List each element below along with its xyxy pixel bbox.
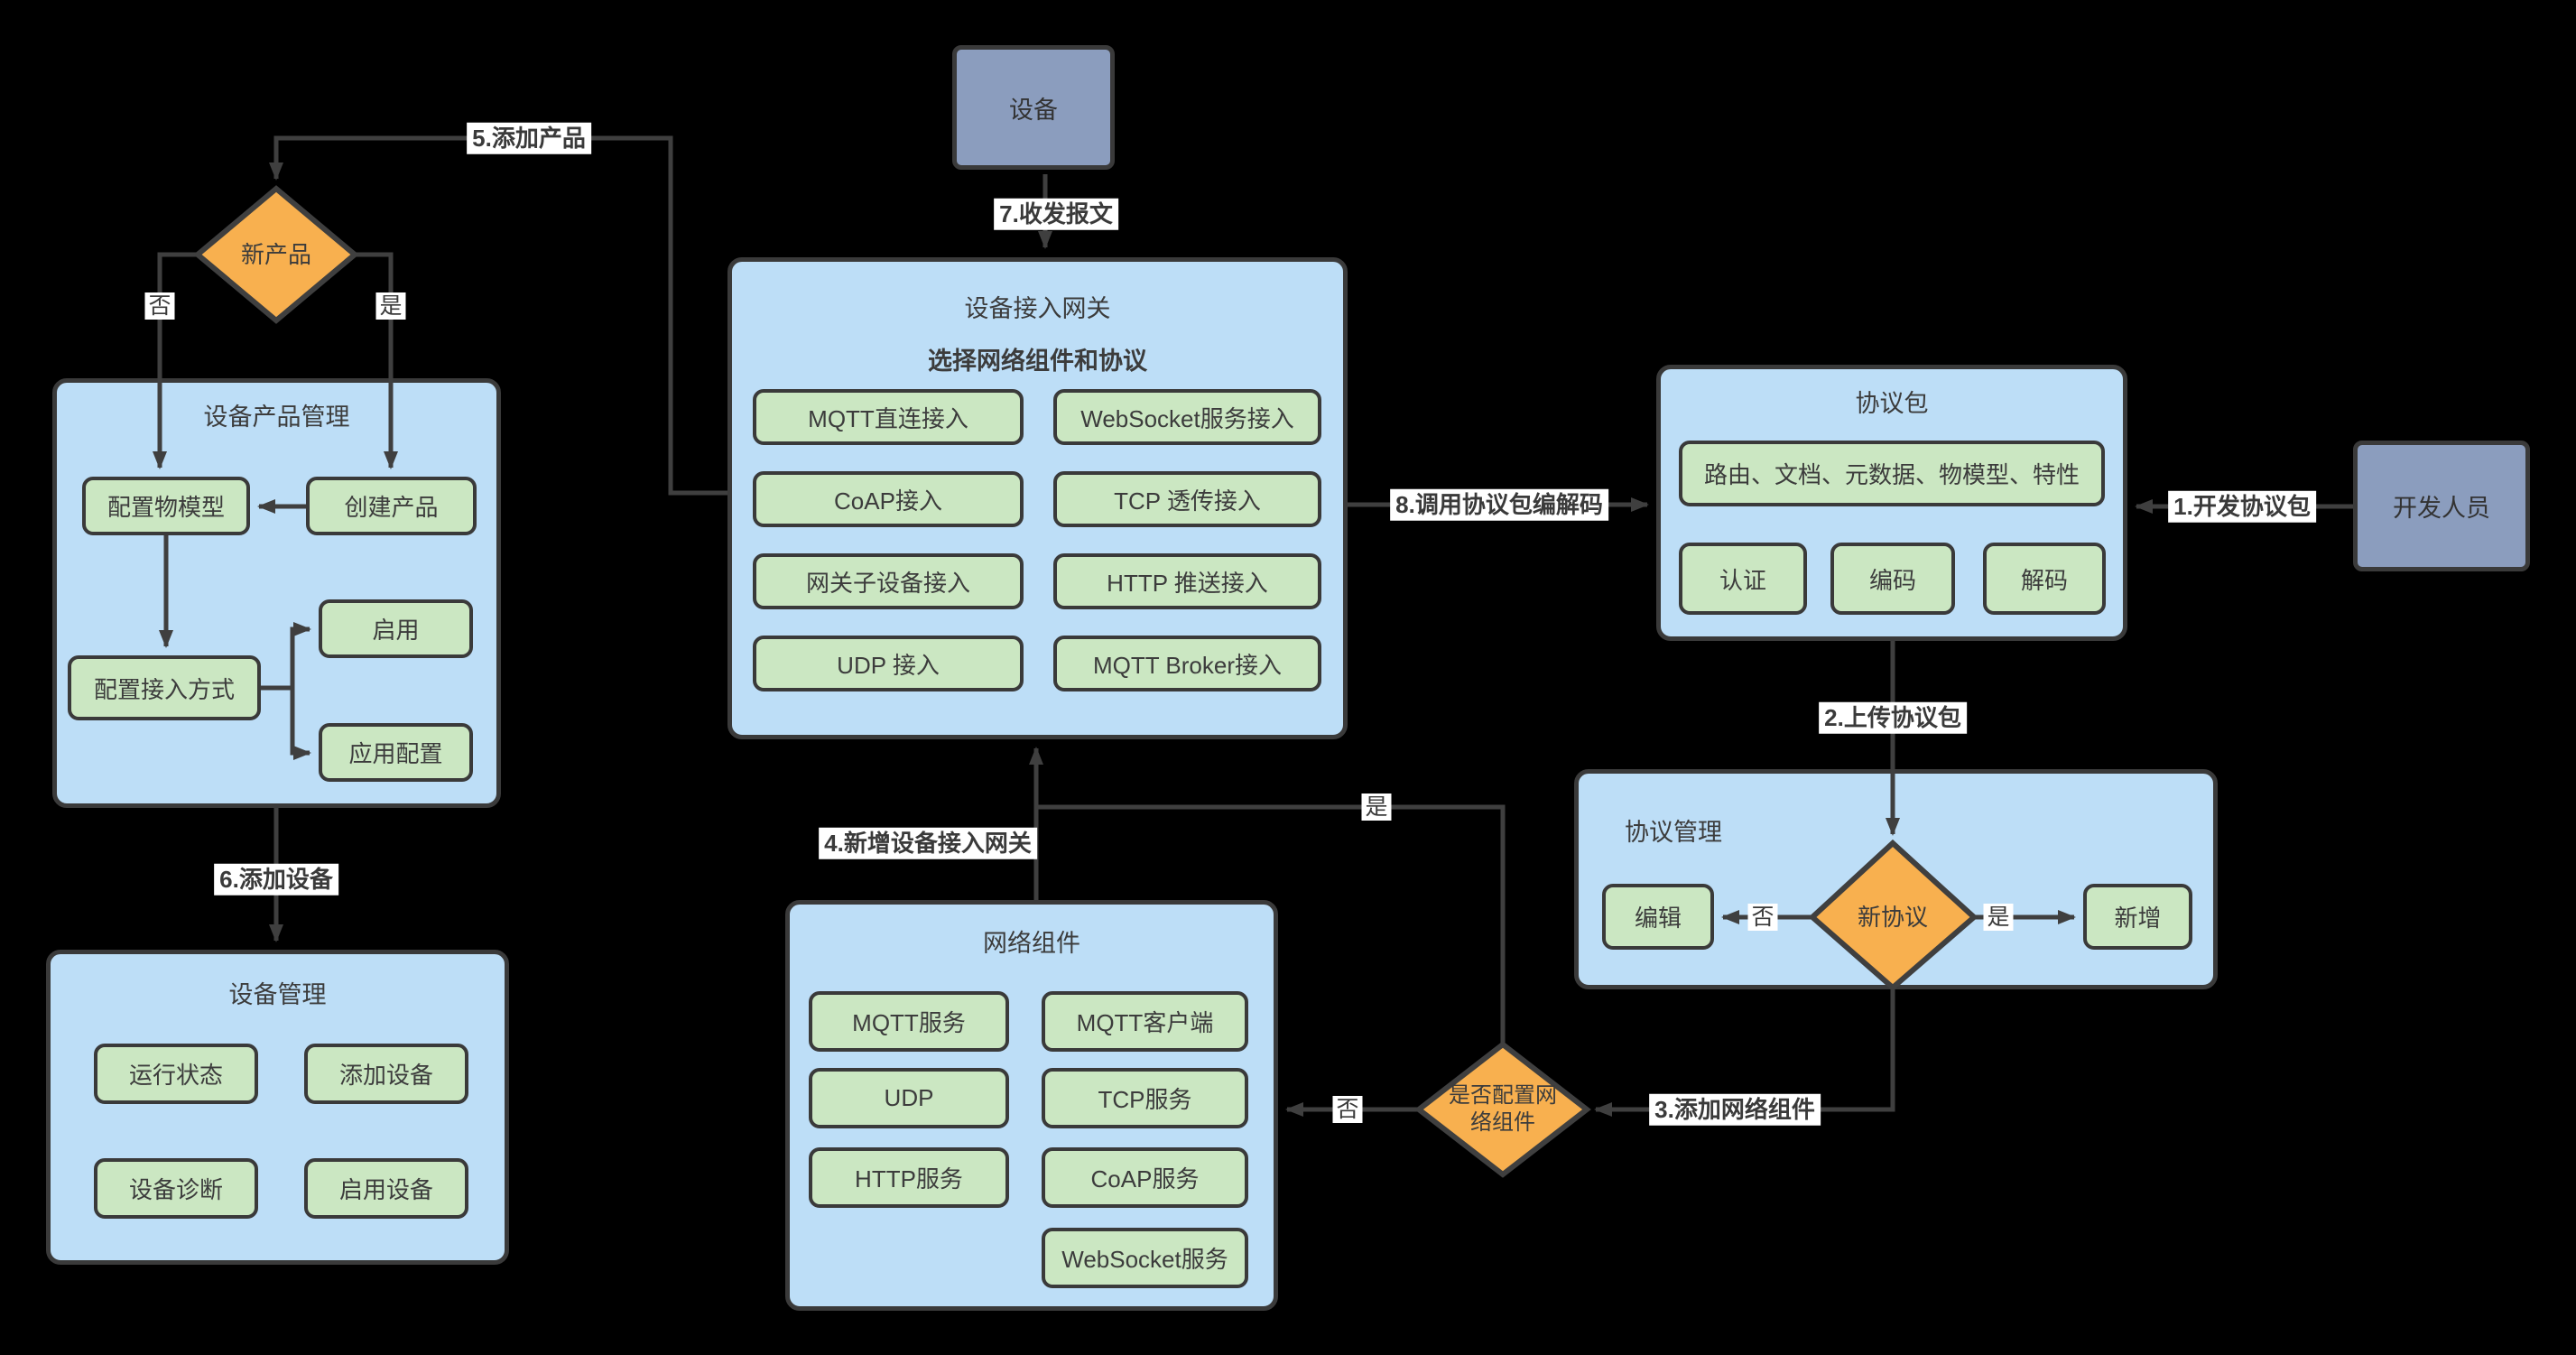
edge-label-5: 5.添加产品 <box>467 122 591 154</box>
network-comp-title: 网络组件 <box>983 930 1080 957</box>
create-product-button: 创建产品 <box>306 477 477 535</box>
gateway-btn-udp: UDP 接入 <box>753 636 1024 691</box>
label-yes-config-network: 是 <box>1361 794 1392 821</box>
gateway-btn-tcp: TCP 透传接入 <box>1053 471 1321 527</box>
new-protocol-diamond-label: 新协议 <box>1857 903 1929 931</box>
protocol-pkg-title: 协议包 <box>1855 390 1929 417</box>
edge-label-3: 3.添加网络组件 <box>1649 1093 1821 1126</box>
developer-label: 开发人员 <box>2393 495 2490 522</box>
config-access-button: 配置接入方式 <box>68 655 261 720</box>
edge-label-6: 6.添加设备 <box>214 863 338 896</box>
config-network-diamond-line1: 是否配置网 <box>1449 1083 1557 1108</box>
enable-device-button: 启用设备 <box>304 1158 468 1219</box>
gateway-btn-coap: CoAP接入 <box>753 471 1024 527</box>
auth-button: 认证 <box>1679 543 1807 615</box>
edge-label-2: 2.上传协议包 <box>1819 701 1967 734</box>
coap-service-button: CoAP服务 <box>1042 1147 1248 1208</box>
gateway-btn-subdevice: 网关子设备接入 <box>753 553 1024 609</box>
label-yes-new-protocol: 是 <box>1983 904 2014 931</box>
config-network-diamond-label: 是否配置网 络组件 <box>1449 1082 1557 1137</box>
protocol-features-button: 路由、文档、元数据、物模型、特性 <box>1679 441 2105 506</box>
gateway-btn-mqtt-broker: MQTT Broker接入 <box>1053 636 1321 691</box>
protocol-mgmt-title: 协议管理 <box>1625 819 1722 846</box>
config-network-diamond-line2: 络组件 <box>1470 1110 1535 1135</box>
edge-add-network-comp <box>1594 989 1895 1117</box>
select-network-subtitle: 选择网络组件和协议 <box>928 348 1147 375</box>
developer-node: 开发人员 <box>2353 441 2530 571</box>
add-protocol-button: 新增 <box>2083 884 2192 950</box>
product-mgmt-title: 设备产品管理 <box>203 404 350 431</box>
run-status-button: 运行状态 <box>94 1044 258 1104</box>
device-node: 设备 <box>952 45 1115 170</box>
label-no-new-product: 否 <box>144 292 175 320</box>
add-device-button: 添加设备 <box>304 1044 468 1104</box>
enable-button: 启用 <box>319 599 473 658</box>
protocol-mgmt-panel <box>1574 769 2218 989</box>
mqtt-client-button: MQTT客户端 <box>1042 991 1248 1052</box>
config-model-button: 配置物模型 <box>82 477 250 535</box>
gateway-btn-mqtt-direct: MQTT直连接入 <box>753 389 1024 445</box>
label-no-config-network: 否 <box>1332 1096 1363 1123</box>
edge-label-8: 8.调用协议包编解码 <box>1390 488 1608 521</box>
udp-button: UDP <box>809 1068 1009 1128</box>
device-gateway-title: 设备接入网关 <box>964 295 1111 322</box>
mqtt-service-button: MQTT服务 <box>809 991 1009 1052</box>
device-diagnose-button: 设备诊断 <box>94 1158 258 1219</box>
new-product-diamond-label: 新产品 <box>240 240 312 268</box>
gateway-btn-http: HTTP 推送接入 <box>1053 553 1321 609</box>
device-label: 设备 <box>1009 96 1058 124</box>
websocket-service-button: WebSocket服务 <box>1042 1228 1248 1288</box>
tcp-service-button: TCP服务 <box>1042 1068 1248 1128</box>
http-service-button: HTTP服务 <box>809 1147 1009 1208</box>
label-no-new-protocol: 否 <box>1747 904 1778 931</box>
encode-button: 编码 <box>1830 543 1955 615</box>
edge-label-1: 1.开发协议包 <box>2168 490 2316 523</box>
edge-label-7: 7.收发报文 <box>994 198 1118 230</box>
device-mgmt-title: 设备管理 <box>228 981 327 1008</box>
edit-protocol-button: 编辑 <box>1602 884 1714 950</box>
edge-label-4: 4.新增设备接入网关 <box>819 827 1037 859</box>
app-config-button: 应用配置 <box>319 723 473 782</box>
gateway-btn-websocket: WebSocket服务接入 <box>1053 389 1321 445</box>
decode-button: 解码 <box>1983 543 2106 615</box>
label-yes-new-product: 是 <box>375 292 406 320</box>
